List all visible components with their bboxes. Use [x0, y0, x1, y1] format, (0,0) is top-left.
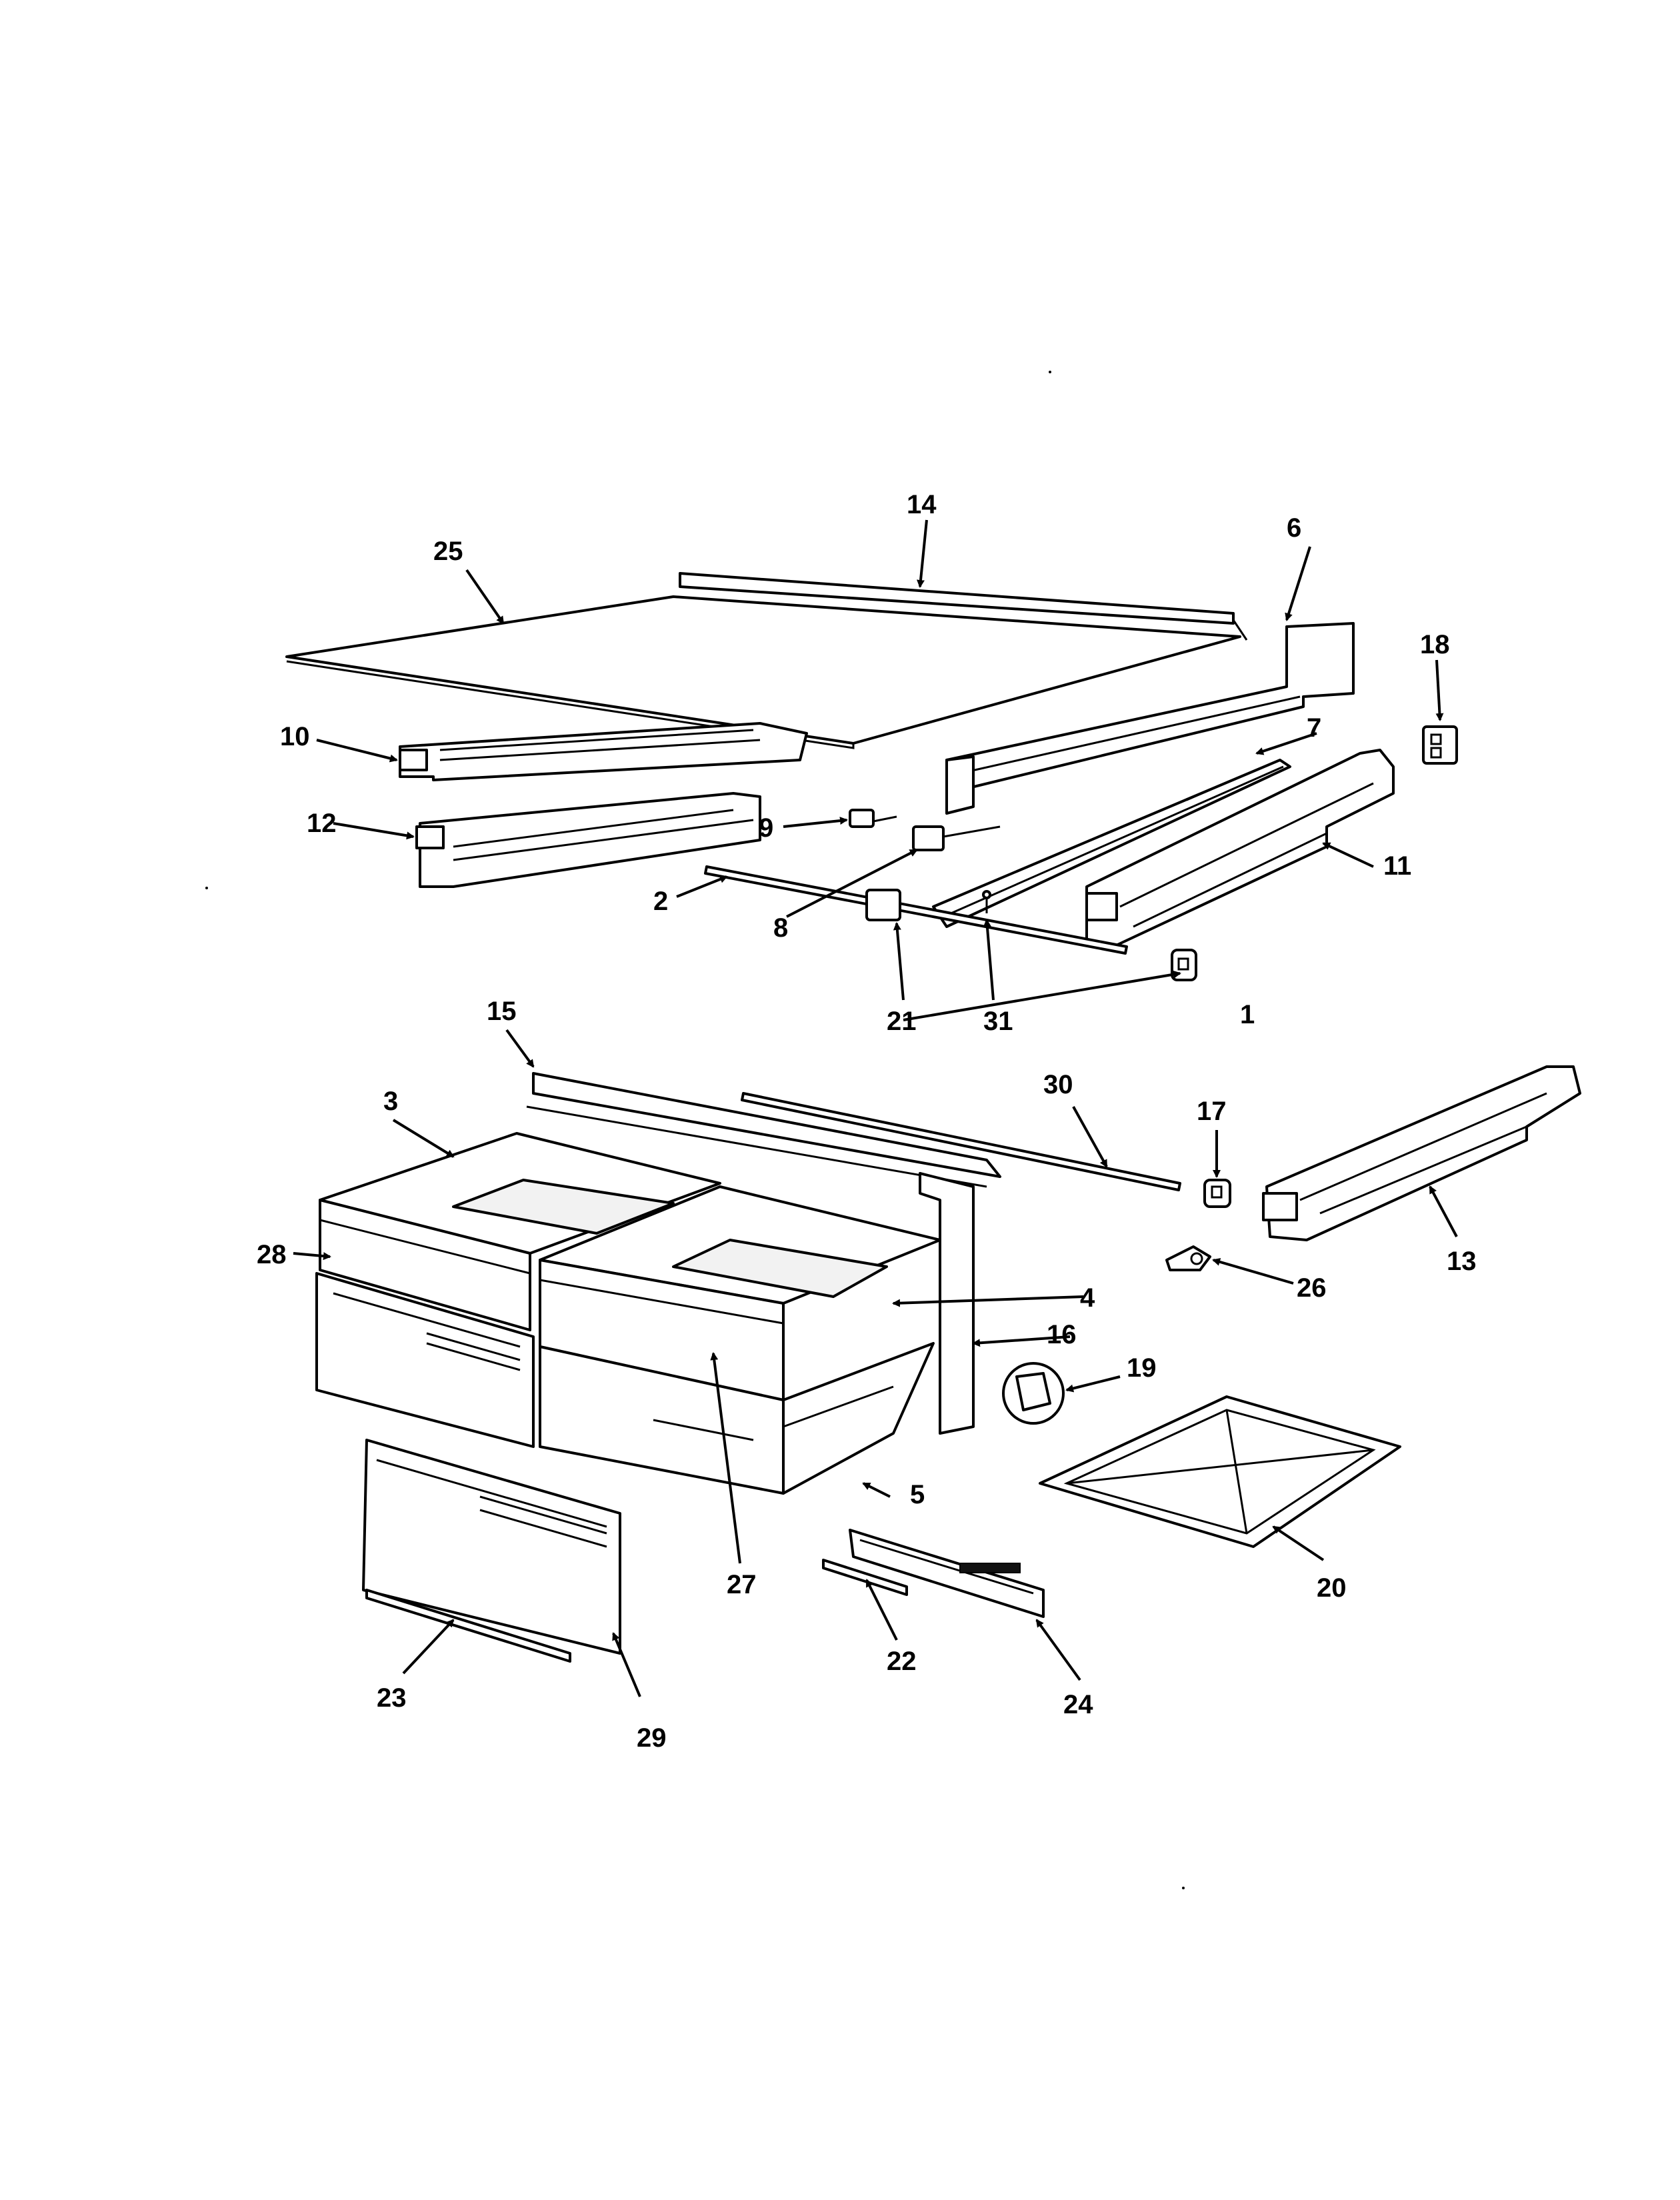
part-29-drawer-face	[362, 1439, 621, 1655]
scan-speck	[1182, 1887, 1185, 1889]
part-25-glass-shelf	[285, 595, 1241, 749]
callout-14: 14	[907, 490, 937, 519]
callout-24: 24	[1063, 1690, 1093, 1719]
callout-28: 28	[257, 1240, 287, 1269]
callout-3: 3	[383, 1087, 398, 1116]
part-10-shelf-support-left	[399, 722, 808, 781]
part-13-side-bracket-lower	[1262, 1065, 1581, 1241]
callout-26: 26	[1297, 1273, 1327, 1303]
part-26-cam	[1165, 1245, 1211, 1271]
part-14-rear-trim	[679, 572, 1248, 641]
callout-20: 20	[1317, 1573, 1347, 1603]
part-21-end-cap	[865, 889, 901, 921]
part-23-trim-strip	[365, 1589, 571, 1663]
callout-4: 4	[1080, 1283, 1095, 1313]
part-30-rod	[741, 1092, 1181, 1191]
part-1-clip	[1171, 949, 1197, 981]
part-6-shelf-rail-right	[945, 622, 1355, 815]
part-28-drawer-front-left	[315, 1272, 535, 1448]
part-22-trim	[822, 1559, 908, 1596]
part-31-screw	[982, 890, 991, 913]
callout-12: 12	[307, 809, 337, 838]
callout-7: 7	[1307, 713, 1321, 743]
callout-23: 23	[377, 1683, 407, 1713]
part-9-clip	[849, 809, 897, 828]
part-7-center-rail	[932, 759, 1291, 928]
callout-labels: 1 2 3 4 5 6 7 8 9 10 11 12 13 14 15 16 1…	[257, 490, 1477, 1753]
part-17-clip	[1203, 1179, 1231, 1208]
callout-19: 19	[1127, 1353, 1157, 1383]
callout-15: 15	[487, 997, 517, 1026]
callout-11: 11	[1383, 851, 1411, 881]
part-2-rod	[704, 865, 1128, 955]
callout-17: 17	[1197, 1097, 1227, 1126]
part-24-slide-track	[849, 1529, 1045, 1618]
callout-18: 18	[1420, 630, 1450, 659]
callout-29: 29	[637, 1723, 667, 1753]
callout-5: 5	[910, 1480, 925, 1509]
callout-30: 30	[1043, 1070, 1073, 1099]
part-18-bracket	[1422, 725, 1458, 765]
scan-speck	[1049, 371, 1051, 373]
callout-27: 27	[727, 1570, 757, 1599]
part-19-detail-clip	[1002, 1362, 1065, 1425]
callout-6: 6	[1287, 513, 1301, 543]
part-11-side-bracket	[1085, 749, 1395, 948]
callout-10: 10	[280, 722, 310, 751]
callout-2: 2	[653, 887, 668, 916]
callout-8: 8	[773, 913, 788, 943]
scan-speck	[205, 887, 208, 889]
part-20-cover-frame	[1039, 1395, 1401, 1548]
part-8-slide-block	[912, 825, 1001, 851]
callout-21: 21	[887, 1007, 917, 1036]
callout-9: 9	[759, 813, 773, 843]
part-15-front-trim	[526, 1072, 1001, 1188]
callout-13: 13	[1447, 1247, 1477, 1276]
part-3-crisper-pan-left	[319, 1132, 721, 1331]
callout-22: 22	[887, 1647, 917, 1676]
leader-lines	[293, 519, 1458, 1697]
part-16-side-frame	[919, 1172, 975, 1435]
callout-16: 16	[1047, 1320, 1077, 1349]
callout-25: 25	[433, 537, 463, 566]
callout-1: 1	[1240, 1000, 1255, 1029]
callout-31: 31	[983, 1007, 1013, 1036]
part-5-drawer-tray	[782, 1342, 935, 1495]
part-4-crisper-pan-right	[539, 1185, 941, 1401]
part-12-shelf-support-left-lower	[415, 792, 761, 888]
